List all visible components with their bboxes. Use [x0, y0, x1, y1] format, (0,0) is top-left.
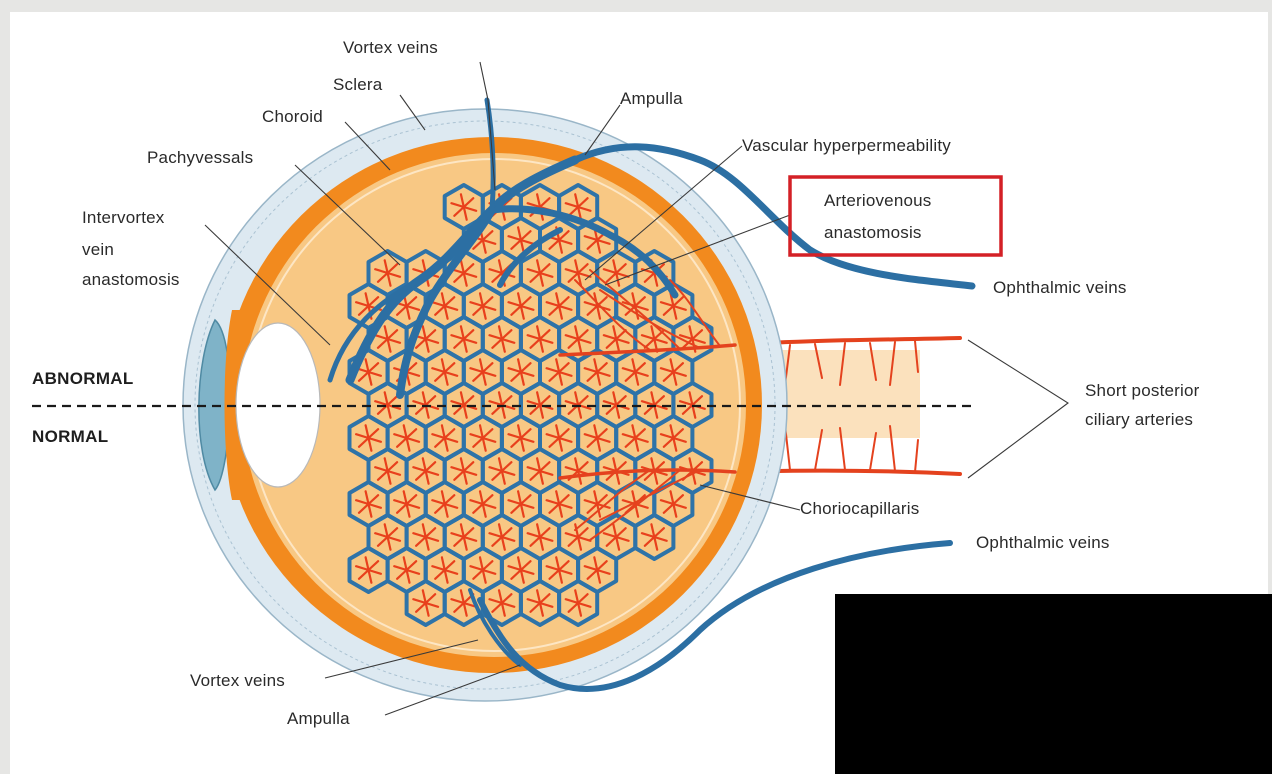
- label-short-posterior-2: ciliary arteries: [1085, 410, 1193, 429]
- label-av-anastomosis-1: Arteriovenous: [824, 191, 932, 210]
- label-abnormal: ABNORMAL: [32, 369, 134, 388]
- label-choroid: Choroid: [262, 107, 323, 126]
- label-ampulla-bottom: Ampulla: [287, 709, 350, 728]
- label-short-posterior-1: Short posterior: [1085, 381, 1200, 400]
- video-overlay: [835, 594, 1272, 774]
- label-vascular-hyperpermeability: Vascular hyperpermeability: [742, 136, 951, 155]
- label-vortex-veins-top: Vortex veins: [343, 38, 438, 57]
- label-av-anastomosis-2: anastomosis: [824, 223, 922, 242]
- label-ophthalmic-veins-top: Ophthalmic veins: [993, 278, 1127, 297]
- label-ophthalmic-veins-bottom: Ophthalmic veins: [976, 533, 1110, 552]
- label-intervortex-1: Intervortex: [82, 208, 165, 227]
- label-pachyvessels: Pachyvessals: [147, 148, 253, 167]
- label-choriocapillaris: Choriocapillaris: [800, 499, 919, 518]
- av-anastomosis-highlight-box: [790, 177, 1001, 255]
- label-sclera: Sclera: [333, 75, 383, 94]
- label-ampulla-top: Ampulla: [620, 89, 683, 108]
- label-normal: NORMAL: [32, 427, 108, 446]
- label-intervortex-2: vein: [82, 240, 114, 259]
- label-vortex-veins-bottom: Vortex veins: [190, 671, 285, 690]
- label-intervortex-3: anastomosis: [82, 270, 180, 289]
- ciliary-bracket: [968, 340, 1068, 478]
